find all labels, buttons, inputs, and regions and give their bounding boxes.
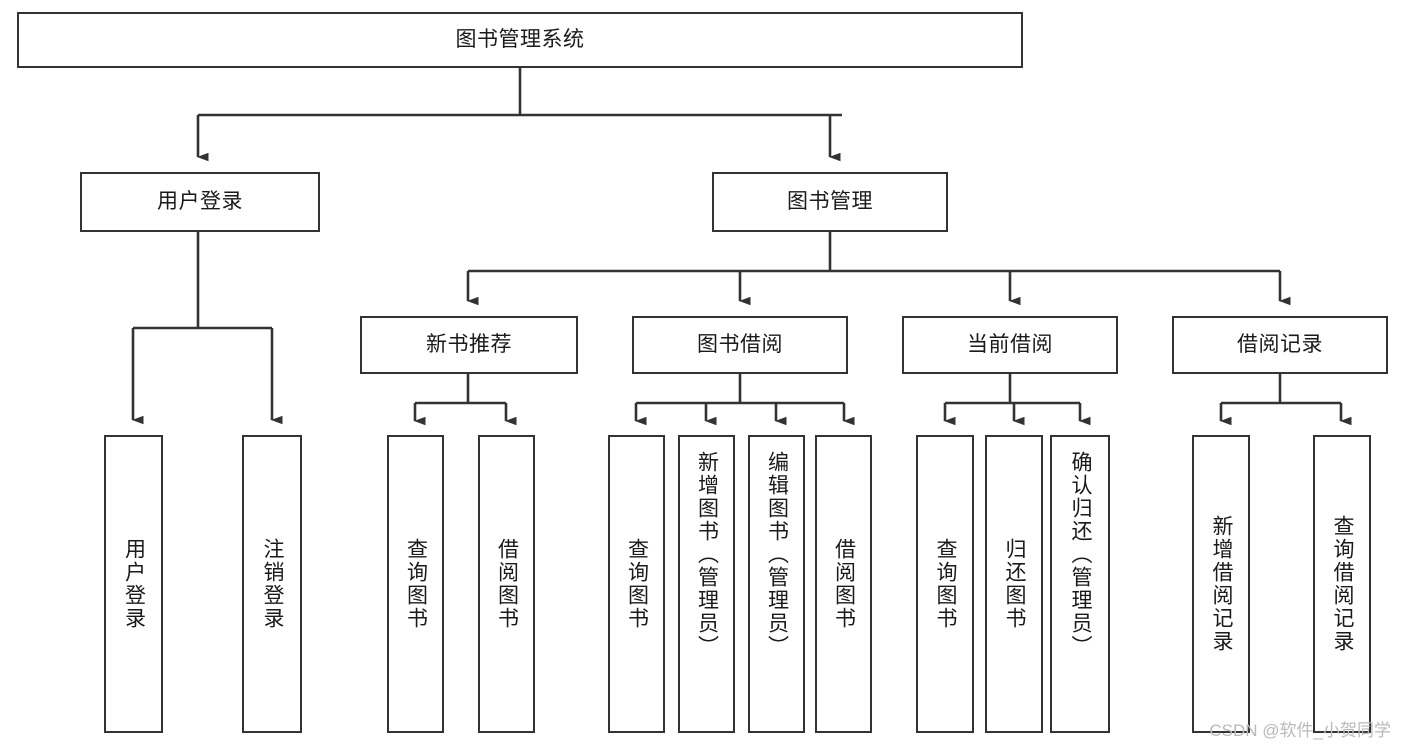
leaf-query-record[interactable]: 查询借阅记录 [1313,435,1371,733]
node-borrow-record[interactable]: 借阅记录 [1172,316,1388,374]
leaf-logout-login[interactable]: 注销登录 [242,435,302,733]
node-new-book-recommend-label: 新书推荐 [426,332,512,356]
leaf-borrow-book-2-label: 借阅图书 [832,538,856,630]
node-book-borrow-label: 图书借阅 [697,332,783,356]
node-root-label: 图书管理系统 [455,27,585,51]
leaf-query-record-label: 查询借阅记录 [1331,515,1355,653]
leaf-user-login-label: 用户登录 [122,538,146,630]
leaf-borrow-book-1-label: 借阅图书 [495,538,519,630]
leaf-query-book-1-label: 查询图书 [404,538,428,630]
leaf-borrow-book-2[interactable]: 借阅图书 [815,435,872,733]
node-root[interactable]: 图书管理系统 [17,12,1023,68]
node-book-management-label: 图书管理 [787,189,873,213]
node-user-login-label: 用户登录 [157,189,243,213]
node-current-borrow-label: 当前借阅 [967,332,1053,356]
leaf-add-book-label: 新增图书（管理员） [695,451,719,658]
leaf-query-book-2-label: 查询图书 [625,538,649,630]
leaf-borrow-book-1[interactable]: 借阅图书 [478,435,535,733]
leaf-logout-login-label: 注销登录 [261,538,285,630]
node-new-book-recommend[interactable]: 新书推荐 [360,316,578,374]
leaf-query-book-3[interactable]: 查询图书 [916,435,974,733]
leaf-user-login[interactable]: 用户登录 [104,435,163,733]
leaf-return-book-label: 归还图书 [1003,538,1027,630]
node-borrow-record-label: 借阅记录 [1237,332,1323,356]
leaf-confirm-return-label: 确认归还（管理员） [1069,451,1093,658]
leaf-query-book-2[interactable]: 查询图书 [608,435,665,733]
leaf-add-record[interactable]: 新增借阅记录 [1192,435,1250,733]
leaf-confirm-return[interactable]: 确认归还（管理员） [1050,435,1110,733]
leaf-edit-book-label: 编辑图书（管理员） [765,451,789,658]
node-current-borrow[interactable]: 当前借阅 [902,316,1118,374]
leaf-add-book[interactable]: 新增图书（管理员） [678,435,735,733]
watermark: CSDN @软件_小贺同学 [1209,721,1391,740]
node-book-management[interactable]: 图书管理 [712,172,948,232]
leaf-query-book-3-label: 查询图书 [934,538,958,630]
leaf-return-book[interactable]: 归还图书 [985,435,1043,733]
node-book-borrow[interactable]: 图书借阅 [632,316,848,374]
leaf-edit-book[interactable]: 编辑图书（管理员） [748,435,805,733]
leaf-add-record-label: 新增借阅记录 [1210,515,1234,653]
node-user-login[interactable]: 用户登录 [80,172,320,232]
leaf-query-book-1[interactable]: 查询图书 [387,435,444,733]
